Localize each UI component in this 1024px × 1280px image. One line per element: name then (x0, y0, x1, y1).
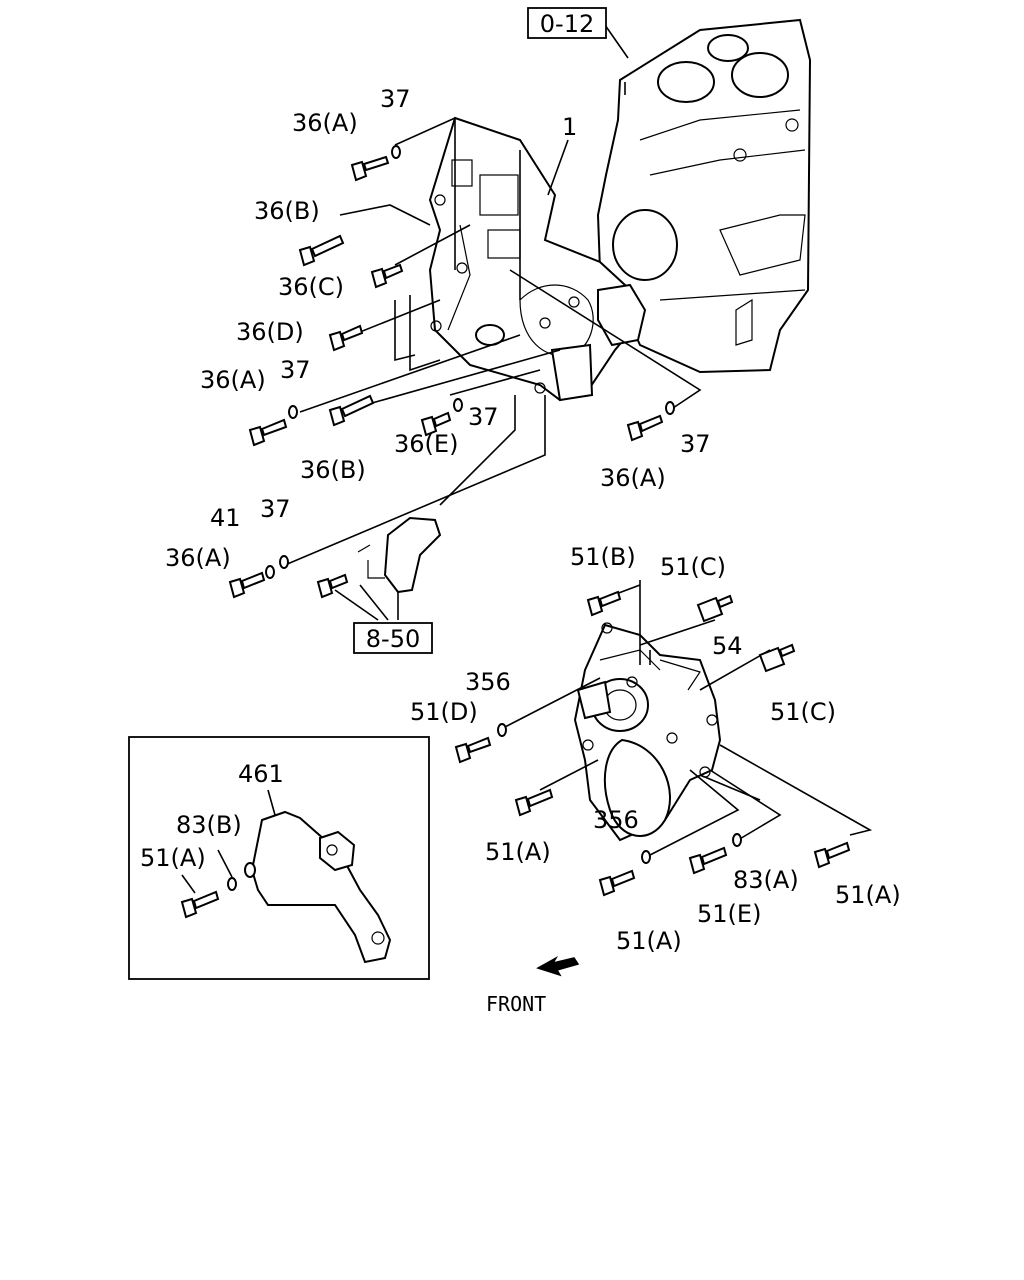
bolt-36a-low (228, 571, 266, 599)
label-51c-top: 51(C) (660, 553, 726, 581)
label-356-top: 356 (465, 668, 511, 696)
label-83b: 83(B) (176, 811, 242, 839)
washer-37-top (391, 145, 401, 159)
ref-label-8-50: 8-50 (366, 625, 420, 653)
bolt-51e (688, 846, 728, 875)
bolt-36a-top (350, 155, 390, 182)
label-36a-mid: 36(A) (200, 366, 266, 394)
stud-51c-top (696, 594, 734, 623)
front-label: FRONT (486, 992, 546, 1016)
label-36c: 36(C) (278, 273, 344, 301)
label-356-low: 356 (593, 806, 639, 834)
washer-37-mid (288, 405, 298, 419)
washer-83b (227, 877, 237, 891)
washer-41 (265, 565, 275, 579)
label-54: 54 (712, 632, 743, 660)
upper-bolts (228, 145, 675, 599)
label-37-e: 37 (468, 403, 499, 431)
label-37-low: 37 (260, 495, 291, 523)
bolt-8-50 (316, 573, 349, 599)
label-51a-right: 51(A) (835, 881, 901, 909)
label-part-1: 1 (562, 113, 577, 141)
label-36a-low: 36(A) (165, 544, 231, 572)
label-37-top: 37 (380, 85, 411, 113)
washer-37-e (453, 398, 463, 412)
label-51d: 51(D) (410, 698, 478, 726)
lower-bolts (454, 590, 851, 897)
bolt-36b-low (328, 394, 375, 427)
label-461: 461 (238, 760, 284, 788)
bolt-36d (328, 324, 364, 352)
ref-box-8-50: 8-50 (353, 622, 433, 654)
bolt-51a-mid (514, 788, 554, 817)
washer-356-low (641, 850, 651, 864)
bolt-36c (370, 263, 404, 289)
label-41: 41 (210, 504, 241, 532)
washer-37-right (665, 401, 675, 415)
front-cover (573, 622, 722, 842)
label-83a: 83(A) (733, 866, 799, 894)
ref-box-0-12: 0-12 (527, 7, 607, 39)
bolt-51a-right (813, 841, 851, 869)
bolt-36a-mid (248, 418, 288, 447)
washer-37-low (279, 555, 289, 569)
upper-leader-lines (284, 24, 702, 566)
lower-leader-lines (504, 580, 873, 856)
label-37-right: 37 (680, 430, 711, 458)
label-36a-top: 36(A) (292, 109, 358, 137)
inset-detail (128, 736, 430, 980)
callout-labels: 1 37 36(A) 36(B) 36(C) 36(D) 36(A) 37 37… (140, 85, 901, 1016)
label-51c-right: 51(C) (770, 698, 836, 726)
sensor-bracket (316, 516, 442, 621)
label-36d: 36(D) (236, 318, 304, 346)
label-51a-bottom: 51(A) (616, 927, 682, 955)
label-51e: 51(E) (697, 900, 761, 928)
front-arrow-icon (536, 955, 580, 977)
label-51b: 51(B) (570, 543, 636, 571)
label-36b-low: 36(B) (300, 456, 366, 484)
label-51a-inset: 51(A) (140, 844, 206, 872)
engine-block (596, 18, 812, 374)
label-36e: 36(E) (394, 430, 458, 458)
bolt-51a-bottom (598, 869, 636, 897)
label-36b-top: 36(B) (254, 197, 320, 225)
bolt-36a-right (626, 414, 664, 442)
bolt-36b-top (298, 234, 345, 267)
bolt-51a-inset (180, 890, 220, 919)
stud-51c-right (758, 643, 796, 673)
washer-356-top (497, 723, 507, 737)
label-36a-right: 36(A) (600, 464, 666, 492)
washer-83a (732, 833, 742, 847)
bolt-36e (420, 411, 452, 437)
ref-label-0-12: 0-12 (540, 10, 594, 38)
label-51a-mid: 51(A) (485, 838, 551, 866)
label-37-mid: 37 (280, 356, 311, 384)
bolt-51d (454, 736, 492, 764)
bolt-51b (586, 590, 622, 617)
